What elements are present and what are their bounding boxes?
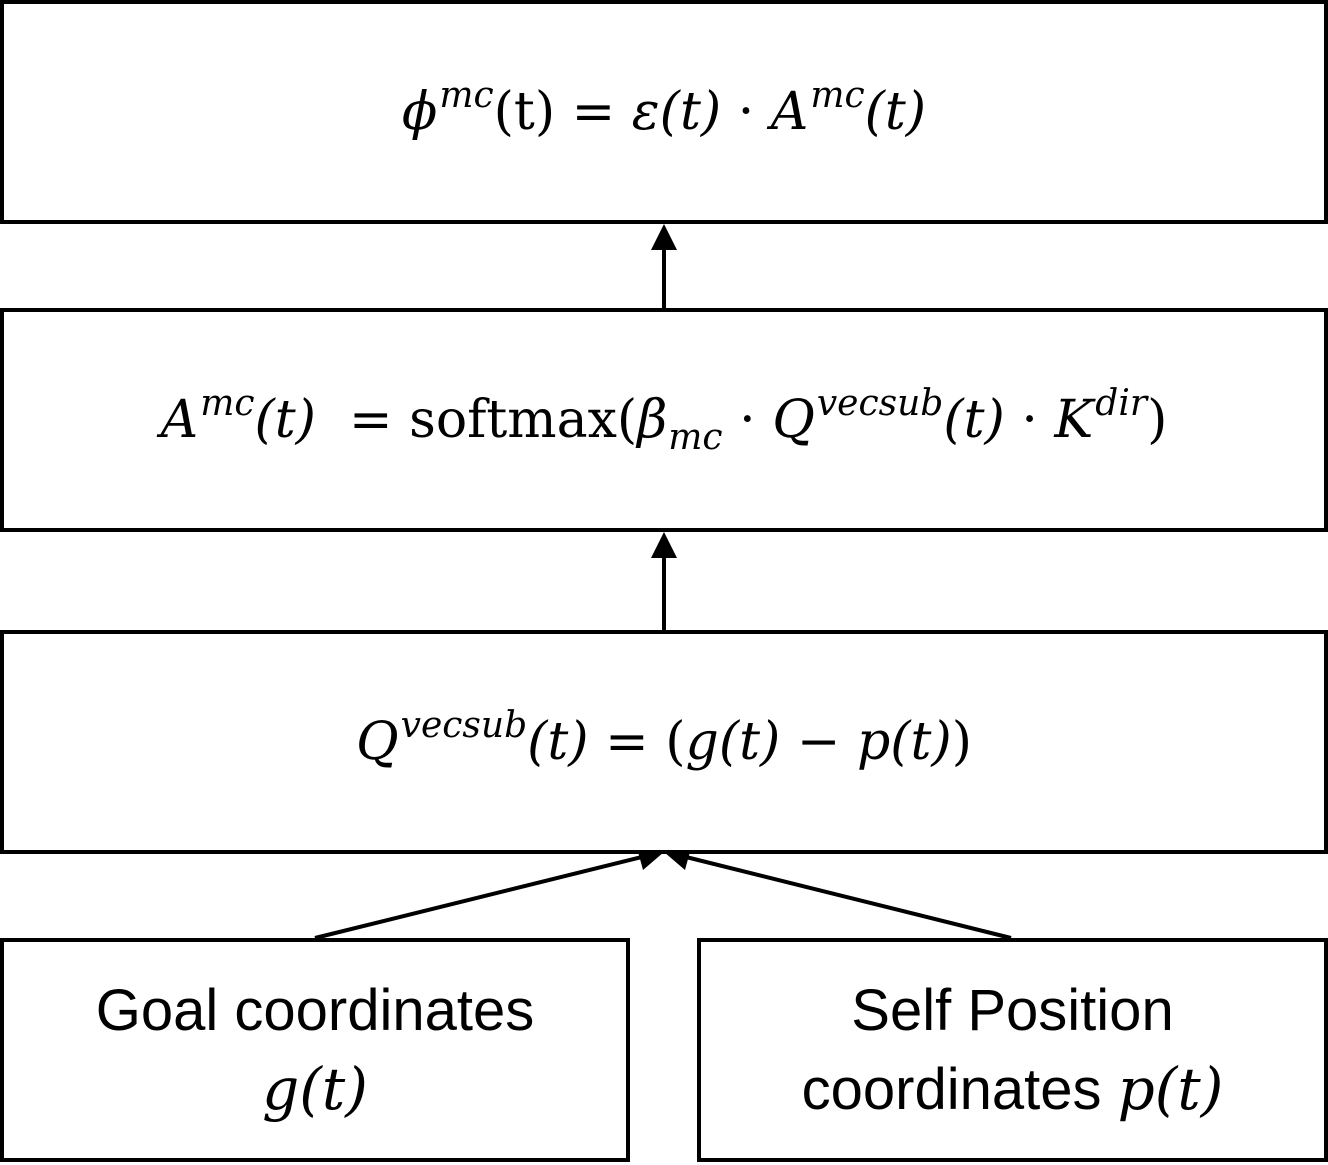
beta-symbol: β — [637, 390, 668, 450]
a-symbol: A — [770, 82, 809, 142]
self-position-box: Self Position coordinates p(t) — [697, 938, 1328, 1162]
epsilon-symbol: ε — [631, 82, 660, 142]
self-position-line2: coordinates p(t) — [802, 1050, 1224, 1129]
close-paren: ) — [1147, 390, 1168, 450]
position-symbol: p(t) — [1117, 1054, 1224, 1123]
goal-symbol: g(t) — [262, 1054, 368, 1123]
dot-operator: · — [1021, 390, 1038, 450]
epsilon-argument: (t) — [659, 82, 722, 142]
k-symbol: K — [1054, 390, 1094, 450]
q-symbol: Q — [772, 390, 815, 450]
query-equation-box: Qvecsub(t) = (g(t) − p(t)) — [0, 630, 1328, 854]
goal-coordinates-symbol: g(t) — [262, 1050, 368, 1129]
goal-coordinates-label: Goal coordinates — [95, 977, 535, 1043]
phi-superscript: mc — [439, 75, 494, 116]
equals-sign: = — [571, 82, 616, 142]
dot-operator: · — [739, 390, 756, 450]
q-argument: (t) — [943, 390, 1005, 450]
phi-symbol: ϕ — [401, 82, 438, 142]
a-superscript: mc — [810, 75, 865, 116]
arrow-query-to-attention — [651, 532, 677, 630]
a-argument: (t) — [864, 82, 927, 142]
a-argument: (t) — [254, 390, 316, 450]
arrow-self-to-query — [664, 848, 1012, 940]
a-symbol: A — [160, 390, 199, 450]
phi-argument: (t) — [493, 82, 556, 142]
softmax-function: softmax( — [409, 390, 638, 450]
equals-sign: = — [349, 390, 393, 450]
query-equation: Qvecsub(t) = (g(t) − p(t)) — [355, 705, 973, 772]
equals-sign: = — [605, 712, 649, 772]
a-superscript: mc — [200, 383, 255, 424]
attention-equation: Amc(t) = softmax(βmc · Qvecsub(t) · Kdir… — [160, 383, 1168, 458]
close-paren: ) — [951, 712, 973, 772]
phi-equation-box: ϕmc(t) = ε(t) · Amc(t) — [0, 0, 1328, 224]
attention-equation-box: Amc(t) = softmax(βmc · Qvecsub(t) · Kdir… — [0, 308, 1328, 532]
k-superscript: dir — [1095, 383, 1148, 424]
position-term: p(t) — [856, 712, 952, 772]
q-argument: (t) — [527, 712, 589, 772]
q-superscript: vecsub — [816, 383, 944, 424]
phi-equation: ϕmc(t) = ε(t) · Amc(t) — [401, 75, 927, 142]
self-position-label: Self Position — [851, 977, 1174, 1043]
arrow-goal-to-query — [314, 848, 664, 940]
dot-operator: · — [737, 82, 755, 142]
goal-coordinates-box: Goal coordinates g(t) — [0, 938, 630, 1162]
beta-subscript: mc — [668, 417, 723, 458]
q-symbol: Q — [355, 712, 399, 772]
minus-sign: − — [796, 712, 841, 772]
q-superscript: vecsub — [400, 705, 528, 746]
open-paren: ( — [665, 712, 686, 772]
arrow-attention-to-phi — [651, 224, 677, 308]
goal-term: g(t) — [685, 712, 781, 772]
coordinates-text: coordinates — [801, 1056, 1118, 1122]
